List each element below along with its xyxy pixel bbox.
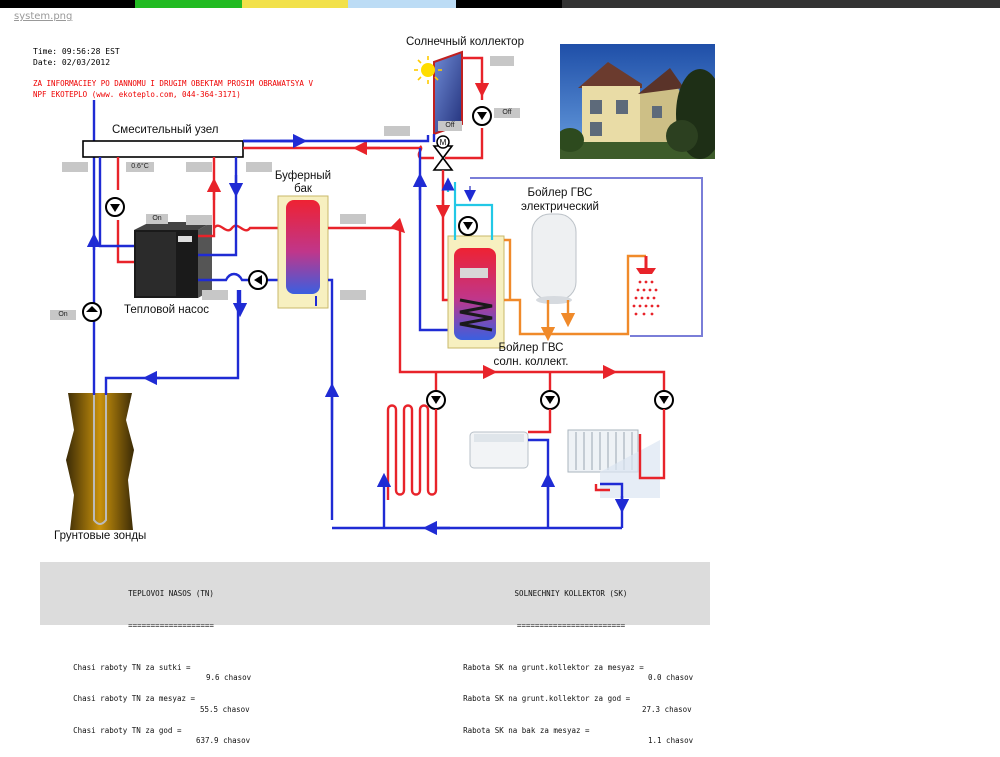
top-strip-1: [0, 0, 135, 8]
mixing-unit-label: Смесительный узел: [112, 124, 219, 136]
solar-boiler-temp-box: [460, 268, 488, 278]
top-strip-2: [135, 0, 242, 8]
electric-boiler-label: Бойлер ГВС электрический: [510, 186, 610, 214]
collector-valve-state: Off: [438, 121, 462, 131]
stats-row-label: Chasi raboty TN za sutki =: [73, 662, 191, 672]
shower-graphic: [632, 256, 660, 316]
contact-notice-line1: ZA INFORMACIEY PO DANNOMU I DRUGIM OBEKT…: [33, 79, 313, 88]
stats-row-value: 9.6 chasov: [206, 673, 252, 682]
heat-pump-return-temp-box: [202, 290, 228, 300]
stats-row-label: Rabota SK na grunt.kollektor za god =: [463, 694, 631, 703]
fan-coil-graphic: [469, 431, 529, 469]
heat-pump-label: Тепловой насос: [124, 304, 210, 316]
ground-probes-label: Грунтовые зонды: [54, 530, 147, 542]
mixing-unit-bar: [82, 140, 244, 158]
heat-pump-state: On: [146, 214, 168, 224]
stats-row: Chasi raboty TN za god = 637.9 chasov: [46, 715, 296, 746]
solar-boiler-label-line2: солн. коллект.: [493, 356, 569, 368]
house-photo: [560, 44, 715, 159]
electric-boiler-label-line1: Бойлер ГВС: [527, 187, 593, 199]
collector-temp-box: [490, 56, 514, 66]
mixer-temp-readout: 0.6°C: [126, 162, 154, 172]
stats-row-label: Chasi raboty TN za mesyaz =: [73, 694, 196, 703]
solar-collector-graphic: [414, 50, 463, 136]
time-readout: Time: 09:56:28 EST: [33, 47, 120, 56]
stats-row: Chasi raboty TN za sutki = 9.6 chasov: [46, 652, 296, 683]
top-strip-5: [456, 0, 562, 8]
solar-stats-rule: ========================: [516, 620, 626, 630]
heat-pump-stats: TEPLOVOI NASOS (TN) =================== …: [46, 568, 296, 747]
top-strip-6: [562, 0, 1000, 8]
stats-row: Rabota SK na grunt.kollektor za god = 27…: [436, 684, 706, 714]
solar-boiler-label: Бойлер ГВС солн. коллект.: [486, 341, 576, 369]
collector-return-temp-box: [384, 126, 410, 136]
solar-collector-label: Солнечный коллектор: [406, 36, 524, 48]
top-strip-4: [348, 0, 456, 8]
radiator-graphic: [567, 429, 660, 498]
buffer-tank-label-line1: Буферный: [274, 170, 332, 182]
solar-boiler-graphic: [447, 235, 505, 349]
electric-boiler-graphic: [531, 213, 577, 304]
electric-boiler-label-line2: электрический: [521, 201, 599, 213]
stats-row: Chasi raboty TN za mesyaz = 55.5 chasov: [46, 684, 296, 714]
mixer-left-temp-box: [62, 162, 88, 172]
stats-row-value: 1.1 chasov: [648, 736, 694, 745]
stats-row-label: Chasi raboty TN za god =: [73, 725, 182, 735]
buffer-bottom-temp-box: [340, 290, 366, 300]
stats-row-value: 55.5 chasov: [200, 704, 250, 714]
file-tab-link[interactable]: system.png: [14, 11, 73, 22]
buffer-tank-label: Буферный бак: [273, 170, 333, 196]
mixer-mid-temp-box: [186, 162, 212, 172]
mixer-right-temp-box: [246, 162, 272, 172]
buffer-tank-label-line2: бак: [294, 183, 312, 195]
svg-text:M: M: [440, 138, 447, 147]
ground-pump-state: On: [50, 310, 76, 320]
heat-pump-stats-rule: ===================: [128, 620, 214, 630]
heat-pump-supply-temp-box: [186, 215, 212, 225]
stats-row-label: Rabota SK na bak za mesyaz =: [463, 725, 590, 735]
heat-pump-stats-title: TEPLOVOI NASOS (TN): [128, 589, 214, 598]
stats-row: Rabota SK na bak za mesyaz = 1.1 chasov: [436, 715, 706, 746]
heat-pump-graphic: [134, 222, 212, 298]
three-way-valve-graphic: M: [432, 135, 454, 171]
collector-pump-state: Off: [494, 108, 520, 118]
solar-collector-stats: SOLNECHNIY KOLLEKTOR (SK) ==============…: [436, 568, 706, 747]
date-readout: Date: 02/03/2012: [33, 58, 111, 67]
stats-row: Rabota SK na grunt.kollektor za mesyaz =…: [436, 652, 706, 683]
solar-stats-title: SOLNECHNIY KOLLEKTOR (SK): [514, 589, 628, 598]
heating-schematic: M: [66, 50, 703, 536]
solar-boiler-label-line1: Бойлер ГВС: [498, 342, 564, 354]
top-strip-3: [242, 0, 348, 8]
stats-row-label: Rabota SK na grunt.kollektor za mesyaz =: [463, 662, 644, 672]
ground-probes-graphic: [66, 393, 134, 530]
contact-notice-line2: NPF EKOTEPLO (www. ekoteplo.com, 044-364…: [33, 90, 241, 99]
buffer-tank-graphic: [277, 195, 329, 309]
stats-row-value: 637.9 chasov: [196, 736, 251, 745]
stats-panel: TEPLOVOI NASOS (TN) =================== …: [40, 562, 710, 745]
stats-row-value: 0.0 chasov: [648, 673, 694, 682]
stats-row-value: 27.3 chasov: [642, 704, 692, 714]
buffer-top-temp-box: [340, 214, 366, 224]
